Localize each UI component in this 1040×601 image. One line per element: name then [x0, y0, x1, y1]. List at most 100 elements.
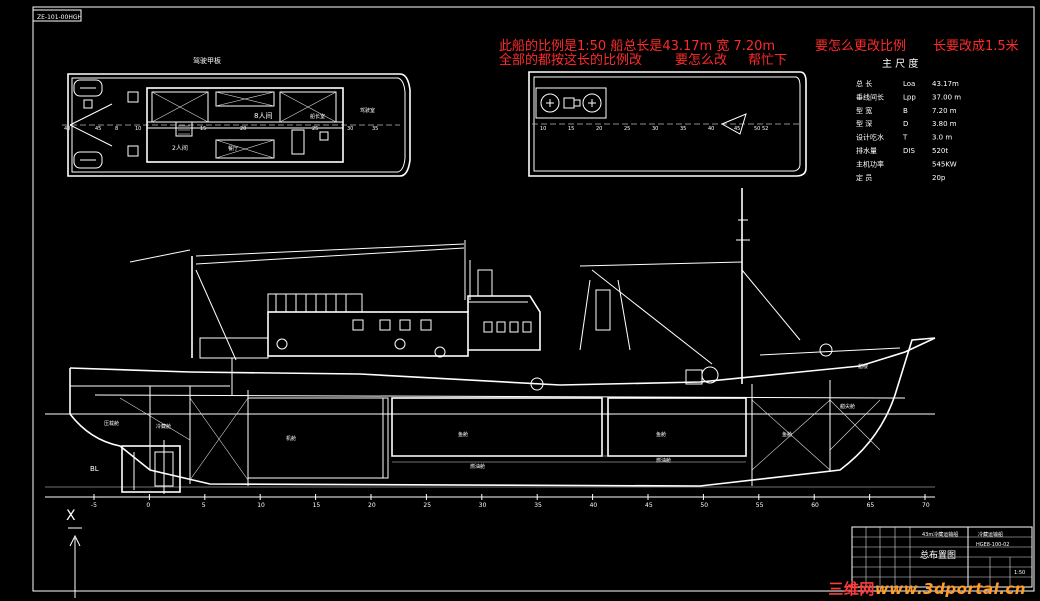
particular-symbol: T [902, 134, 908, 142]
drawing-border [32, 6, 1035, 592]
tank-label-1: 机舱 [286, 435, 296, 442]
question-line-2c: 帮忙下 [748, 53, 787, 68]
right-frame-2: 20 [596, 126, 602, 132]
particulars-title: 主 尺 度 [882, 57, 918, 70]
frame-number: 45 [645, 502, 653, 509]
left-frame-3: 10 [135, 126, 141, 132]
title-scale: 1:50 [1014, 570, 1025, 576]
particular-value: 545KW [932, 160, 957, 168]
ucs-icon: X [66, 508, 82, 598]
particular-value: 20p [932, 174, 946, 182]
particular-symbol: Loa [903, 80, 915, 88]
particular-symbol: Lpp [903, 93, 916, 101]
tank-label-2: 鱼舱 [458, 431, 468, 438]
frame-number: 30 [479, 502, 487, 509]
frame-number: 70 [922, 502, 930, 509]
title-block: 43m冷藏运输船 冷藏运输船 HGE8-100-02 总布置图 1:50 [851, 526, 1033, 588]
room-label-mess: 餐厅 [228, 145, 238, 152]
particular-value: 7.20 m [932, 107, 957, 115]
particular-label: 型 宽 [856, 106, 872, 115]
particular-label: 定 员 [856, 173, 872, 182]
profile-view: 压载舱 机舱 鱼舱 鱼舱 鱼舱 艏尖舱 燃油舱 燃油舱 冷藏舱 艏楼 BL -5… [45, 188, 936, 509]
particular-symbol: DIS [903, 147, 915, 155]
frame-number: 5 [202, 502, 206, 509]
particular-symbol: D [903, 120, 908, 128]
room-label-2p: 2人间 [172, 144, 188, 152]
frame-number: 20 [368, 502, 376, 509]
question-line-2b: 要怎么改 [675, 53, 727, 68]
room-label-captain: 船长室 [310, 113, 325, 120]
drawing-id: ZE-101-00HGH [37, 14, 82, 21]
frame-number: 25 [423, 502, 431, 509]
question-line-2: 全部的都按这长的比例改 [499, 52, 642, 68]
particular-label: 排水量 [856, 146, 877, 155]
right-deck-plan: 10 15 20 25 30 35 40 45 50 52 [528, 71, 807, 177]
right-frame-5: 35 [680, 126, 686, 132]
left-frame-0: 40 [64, 126, 70, 132]
frame-number: -5 [91, 502, 97, 509]
right-frame-6: 40 [708, 126, 714, 132]
particular-value: 43.17m [932, 80, 959, 88]
left-frame-8: 35 [372, 126, 378, 132]
right-frame-0: 10 [540, 126, 546, 132]
watermark-cn: 三维网 [828, 580, 875, 598]
title-project: 冷藏运输船 [978, 531, 1003, 538]
tank-label-5: 艏尖舱 [840, 403, 855, 410]
frame-number: 65 [867, 502, 875, 509]
room-label-8p: 8人间 [254, 112, 272, 120]
particular-value: 37.00 m [932, 93, 961, 101]
tank-label-4: 鱼舱 [782, 431, 792, 438]
tank-label-0: 压载舱 [104, 420, 119, 427]
particular-value: 3.0 m [932, 134, 952, 142]
frame-number: 40 [590, 502, 598, 509]
tank-label-9: 艏楼 [858, 363, 868, 370]
particular-label: 型 深 [856, 119, 872, 128]
particular-symbol: B [903, 107, 908, 115]
left-frame-7: 30 [347, 126, 353, 132]
watermark-en: www.3dportal.cn [874, 580, 1026, 598]
frame-number: 0 [146, 502, 150, 509]
particular-label: 主机功率 [856, 159, 884, 168]
left-frame-2: 8 [115, 126, 118, 132]
frame-number: 15 [313, 502, 321, 509]
right-frame-3: 25 [624, 126, 630, 132]
left-frame-1: 45 [95, 126, 101, 132]
frame-number: 10 [257, 502, 265, 509]
question-line-1: 此船的比例是1:50 船总长是43.17m 宽 7.20m [499, 38, 775, 54]
frame-number: 55 [756, 502, 764, 509]
left-frame-4: 15 [200, 126, 206, 132]
right-frame-1: 15 [568, 126, 574, 132]
title-drawing-no: HGE8-100-02 [976, 542, 1010, 548]
frame-number: 50 [700, 502, 708, 509]
baseline-label: BL [90, 465, 99, 473]
left-frame-5: 20 [240, 126, 246, 132]
particular-label: 设计吃水 [856, 133, 884, 142]
particular-value: 3.80 m [932, 120, 957, 128]
left-deck-plan: 驾驶甲板 8人间 2人间 船长室 餐厅 [62, 56, 411, 177]
site-watermark: 三维网www.3dportal.cn [828, 578, 1026, 599]
particular-label: 总 长 [856, 79, 872, 88]
ucs-x-label: X [66, 508, 76, 524]
right-frame-8: 50 [754, 126, 760, 132]
frame-number: 35 [534, 502, 542, 509]
tank-label-8: 冷藏舱 [156, 423, 171, 430]
title-drawing-name: 总布置图 [920, 549, 956, 561]
room-label-bridge: 驾驶室 [360, 107, 375, 114]
question-line-1b: 要怎么更改比例 [815, 39, 906, 54]
right-frame-9: 52 [762, 126, 768, 132]
tank-label-6: 燃油舱 [470, 463, 485, 470]
question-line-1c: 长要改成1.5米 [933, 39, 1019, 54]
particular-value: 520t [932, 147, 948, 155]
drawing-id-box [32, 9, 82, 22]
tank-label-3: 鱼舱 [656, 431, 666, 438]
particular-label: 垂线间长 [856, 92, 884, 101]
frame-number: 60 [811, 502, 819, 509]
title-ship-type: 43m冷藏运输船 [922, 531, 958, 538]
left-frame-6: 25 [312, 126, 318, 132]
right-frame-7: 45 [734, 126, 740, 132]
left-plan-title: 驾驶甲板 [193, 56, 221, 65]
tank-label-7: 燃油舱 [656, 457, 671, 464]
right-frame-4: 30 [652, 126, 658, 132]
principal-particulars: 主 尺 度 总 长 Loa 43.17m 垂线间长 Lpp 37.00 m 型 宽 B 7.20… [856, 57, 961, 182]
